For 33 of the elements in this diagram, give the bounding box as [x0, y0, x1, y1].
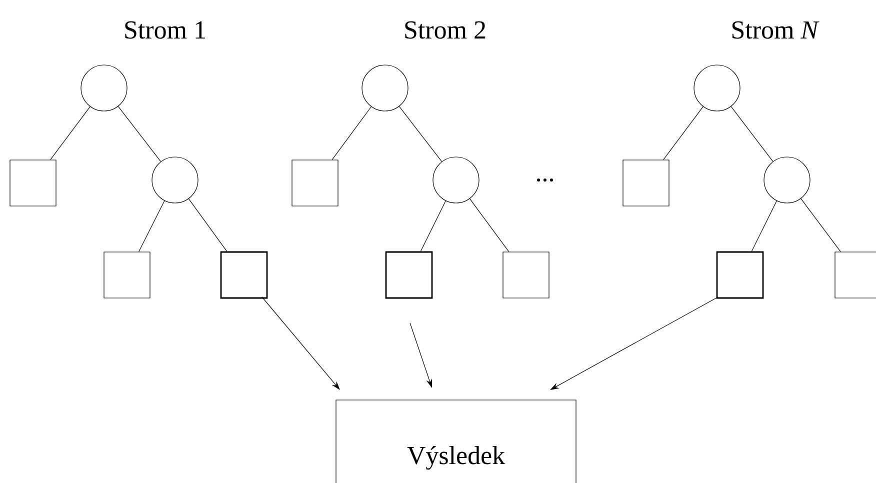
result-box: Výsledek [336, 400, 576, 483]
tree-branch [188, 198, 228, 252]
tree-branch [663, 106, 704, 160]
tree-title: Strom 1 [125, 21, 205, 39]
leaf-box [292, 160, 338, 206]
circle-node [432, 156, 480, 204]
leaf-box [10, 160, 56, 206]
leaf-box [622, 160, 670, 206]
tree-branch [50, 106, 90, 160]
tree-branch [420, 200, 446, 252]
ellipsis: ... [536, 178, 554, 182]
circle-node [694, 64, 740, 112]
leaf-box [716, 251, 764, 299]
tree-title: Strom N [732, 21, 820, 39]
tree-branch [800, 198, 841, 252]
tree-branch [398, 106, 442, 162]
leaf-box [385, 251, 433, 299]
leaf-box [502, 252, 550, 298]
leaf-box [834, 252, 876, 298]
tree-title: Strom 2 [405, 21, 486, 39]
leaf-box [220, 251, 268, 299]
leaf-box [104, 252, 150, 298]
tree-branch [332, 106, 372, 160]
tree-branch [730, 106, 774, 162]
circle-node [362, 64, 408, 112]
tree-branch [470, 198, 510, 252]
circle-node [764, 156, 810, 204]
tree-branch [751, 200, 777, 252]
arrow [262, 296, 340, 390]
tree-branch [118, 106, 162, 162]
tree-branch [138, 200, 165, 252]
circle-node [152, 156, 198, 204]
circle-node [80, 64, 128, 112]
